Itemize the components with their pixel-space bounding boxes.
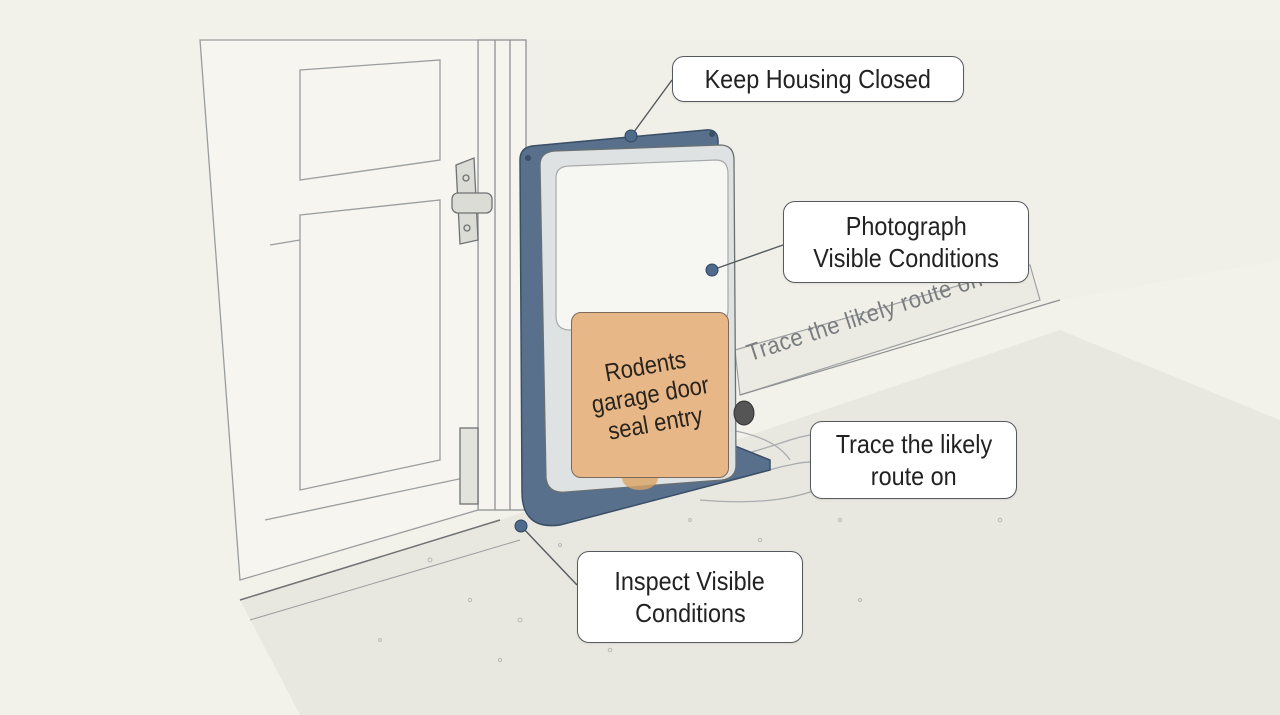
callout-keep-housing-text: Keep Housing Closed [704, 64, 932, 94]
label-tag-text: Rodents garage door seal entry [584, 342, 716, 448]
callout-inspect-line-1: Inspect Visible [614, 566, 766, 596]
label-tag: Rodents garage door seal entry [571, 312, 729, 478]
callout-photograph: Photograph Visible Conditions [783, 201, 1029, 283]
door-frame [477, 39, 527, 511]
baseboard [734, 264, 1041, 396]
callout-trace-route: Trace the likely route on [810, 421, 1017, 499]
callout-trace-line-2: route on [870, 461, 957, 491]
door-hinge [451, 157, 493, 245]
wall-entry-hole [733, 400, 755, 426]
callout-photograph-line-2: Visible Conditions [813, 243, 999, 273]
garage-floor [240, 330, 1280, 715]
keep-housing-marker [624, 129, 638, 143]
leader-lines [520, 79, 784, 586]
photograph-marker [705, 263, 719, 277]
garage-side-door [199, 39, 479, 581]
inspect-marker [514, 519, 528, 533]
callout-inspect-line-2: Conditions [634, 598, 746, 628]
callout-keep-housing: Keep Housing Closed [672, 56, 964, 102]
callout-inspect: Inspect Visible Conditions [577, 551, 803, 643]
leader-markers [514, 129, 719, 533]
callout-photograph-line-1: Photograph [845, 211, 967, 241]
callout-trace-line-1: Trace the likely [835, 429, 992, 459]
latch-plate [459, 427, 479, 505]
